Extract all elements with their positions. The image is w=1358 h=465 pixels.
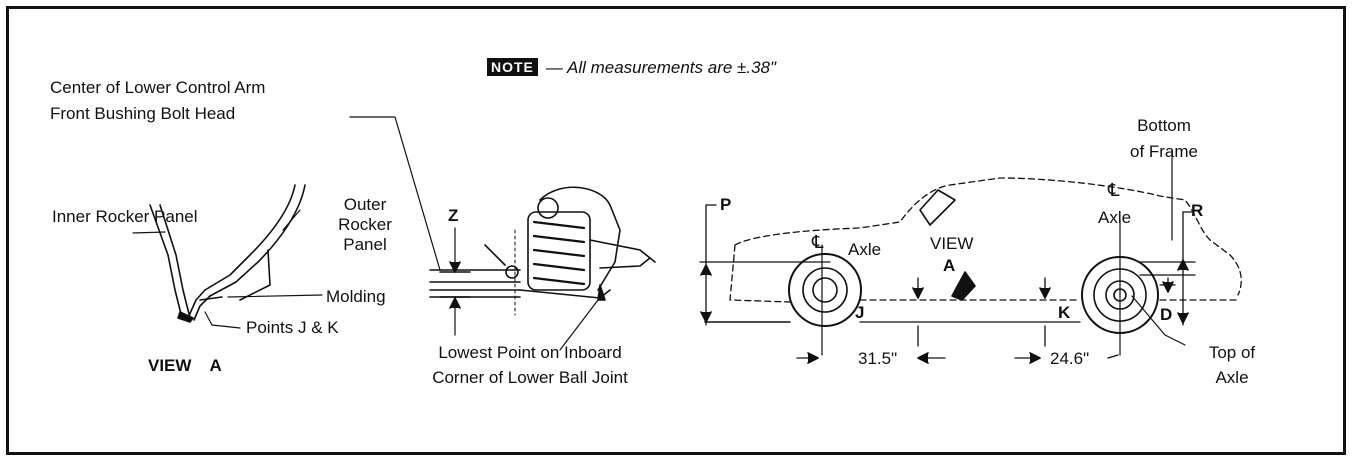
k-point-label: K (1058, 303, 1071, 322)
z-dimension-label: Z (448, 206, 459, 225)
rear-centerline-symbol: ℄ (1108, 180, 1120, 200)
diagram-frame (6, 6, 1346, 455)
control-arm-label-line2: Front Bushing Bolt Head (50, 104, 236, 123)
molding-label: Molding (326, 287, 386, 306)
points-jk-label: Points J & K (246, 318, 339, 337)
rear-axle-label: Axle (1098, 208, 1132, 227)
bottom-of-frame-line1: Bottom (1137, 116, 1191, 135)
top-of-axle-line2: Axle (1215, 368, 1249, 387)
control-arm-label-line1: Center of Lower Control Arm (50, 78, 266, 97)
bottom-of-frame-line2: of Frame (1129, 142, 1199, 161)
j-point-label: J (855, 303, 865, 322)
outer-rocker-panel-label: Outer Rocker Panel (325, 195, 405, 255)
ball-joint-label-line1: Lowest Point on Inboard (438, 343, 622, 362)
rocker-panel-section (132, 184, 323, 329)
note: NOTE — All measurements are ±.38" (487, 58, 776, 78)
p-dimension-label: P (720, 195, 732, 214)
view-label: VIEW (930, 234, 974, 253)
outer-rocker-panel-text: Outer Rocker Panel (338, 195, 392, 254)
front-axle-label: Axle (848, 240, 882, 259)
inner-rocker-panel-label: Inner Rocker Panel (52, 207, 198, 227)
rear-dimension-value: 24.6" (1050, 349, 1090, 368)
front-dimension-value: 31.5" (858, 349, 898, 368)
front-centerline-symbol: ℄ (812, 232, 824, 252)
inner-rocker-panel-text: Inner Rocker Panel (52, 207, 198, 226)
view-letter-label: A (943, 256, 956, 275)
front-suspension (349, 116, 656, 351)
d-dimension-label: D (1160, 305, 1173, 324)
top-of-axle-line1: Top of (1208, 343, 1256, 362)
ball-joint-label-line2: Corner of Lower Ball Joint (432, 368, 628, 387)
note-badge: NOTE (487, 58, 538, 76)
r-dimension-label: R (1191, 201, 1204, 220)
view-a-title: VIEW A (148, 356, 222, 375)
car-side-view (699, 149, 1242, 364)
note-text: — All measurements are ±.38" (545, 58, 777, 77)
